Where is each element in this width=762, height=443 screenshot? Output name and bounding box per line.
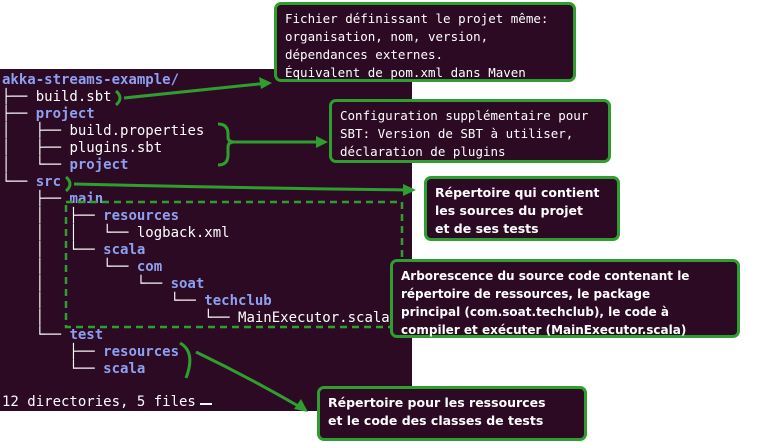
directory-name: techclub <box>204 293 272 309</box>
tree-branch: └── <box>2 327 70 343</box>
callout-test: Répertoire pour les ressources et le cod… <box>317 386 587 441</box>
callout-src: Répertoire qui contient les sources du p… <box>424 176 620 241</box>
callout-line: SBT: Version de SBT à utiliser, <box>340 126 574 141</box>
tree-directory-row: └── test <box>2 327 103 344</box>
tree-branch: ├── <box>2 106 36 122</box>
terminal-cursor <box>200 403 212 405</box>
tree-branch: │ └── <box>2 293 205 309</box>
callout-line: Fichier définissant le projet même: <box>285 11 549 26</box>
test-arrowhead <box>294 399 308 412</box>
directory-name: src <box>35 174 62 190</box>
callout-main: Arborescence du source code contenant le… <box>390 259 740 338</box>
tree-branch: │ ├── <box>2 208 104 224</box>
callout-line: répertoire de ressources, le package <box>401 287 651 301</box>
tree-directory-row: └── scala <box>2 361 145 378</box>
directory-name: scala <box>103 361 146 377</box>
test-arrow <box>195 350 301 409</box>
tree-branch: │ └── <box>2 310 239 326</box>
tree-branch: │ └── <box>2 157 70 173</box>
callout-line: compiler et exécuter (MainExecutor.scala… <box>401 323 687 337</box>
directory-name: resources <box>103 208 180 224</box>
callout-line: Équivalent de pom.xml dans Maven <box>285 65 526 80</box>
tree-directory-row: │ └── scala <box>2 242 146 259</box>
tree-branch: ├── <box>2 89 36 105</box>
file-name: logback.xml <box>136 225 230 241</box>
tree-branch: │ ├── <box>2 140 70 156</box>
callout-line: Configuration supplémentaire pour <box>340 108 589 123</box>
tree-branch: │ │ └── <box>2 225 137 241</box>
tree-file-row: │ ├── build.properties <box>2 123 204 140</box>
tree-summary: 12 directories, 5 files <box>2 394 196 410</box>
callout-line: Arborescence du source code contenant le <box>401 269 690 283</box>
directory-name: project <box>35 106 95 122</box>
callout-build-sbt: Fichier définissant le projet même: orga… <box>274 2 576 82</box>
directory-name: soat <box>170 276 205 292</box>
tree-directory-row: ├── project <box>2 106 95 123</box>
directory-name: resources <box>103 344 180 360</box>
tree-branch: └── <box>2 361 104 377</box>
tree-root: akka-streams-example/ <box>2 72 180 88</box>
src-arrow <box>73 182 409 192</box>
build-sbt-arrowhead <box>259 77 272 89</box>
tree-branch: │ └── <box>2 259 137 275</box>
project-brace <box>217 122 235 167</box>
tree-branch: │ ├── <box>2 123 70 139</box>
callout-line: déclaration de plugins <box>340 144 506 159</box>
callout-line: Répertoire qui contient <box>435 185 600 200</box>
tree-directory-row: │ └── techclub <box>2 293 272 310</box>
tree-branch: ├── <box>2 191 70 207</box>
callout-line: et de ses tests <box>435 221 539 236</box>
tree-file-row: ├── build.sbt <box>2 89 112 106</box>
tree-branch: ├── <box>2 344 104 360</box>
tree-directory-row: └── src <box>2 174 61 191</box>
directory-name: test <box>69 327 104 343</box>
file-name: MainExecutor.scala <box>238 310 390 326</box>
tree-directory-row: │ └── soat <box>2 276 205 293</box>
directory-name: scala <box>103 242 146 258</box>
main-dashed-box <box>64 200 404 329</box>
tree-branch: └── <box>2 174 36 190</box>
tree-directory-row: │ └── com <box>2 259 162 276</box>
src-brace <box>64 175 72 193</box>
build-sbt-arrow <box>123 81 269 100</box>
directory-name: com <box>136 259 163 275</box>
tree-branch: │ └── <box>2 276 171 292</box>
tree-directory-row: ├── resources <box>2 344 179 361</box>
test-brace <box>179 341 192 379</box>
src-arrowhead <box>403 184 416 196</box>
tree-directory-row: │ └── project <box>2 157 128 174</box>
file-name: plugins.sbt <box>69 140 163 156</box>
file-name: build.properties <box>69 123 205 139</box>
callout-line: dépendances externes. <box>285 47 444 62</box>
file-name: build.sbt <box>35 89 112 105</box>
tree-file-row: │ │ └── logback.xml <box>2 225 230 242</box>
project-arrowhead <box>316 136 328 148</box>
callout-line: les sources du projet <box>435 203 583 218</box>
directory-name: project <box>69 157 129 173</box>
tree-file-row: │ ├── plugins.sbt <box>2 140 162 157</box>
callout-line: organisation, nom, version, <box>285 29 489 44</box>
tree-directory-row: │ ├── resources <box>2 208 179 225</box>
callout-line: Répertoire pour les ressources <box>328 395 546 410</box>
tree-branch: │ └── <box>2 242 104 258</box>
tree-file-row: │ └── MainExecutor.scala <box>2 310 390 327</box>
callout-project: Configuration supplémentaire pour SBT: V… <box>329 99 611 163</box>
build-sbt-brace <box>114 89 122 107</box>
callout-line: et le code des classes de tests <box>328 413 544 428</box>
callout-line: principal (com.soat.techclub), le code à <box>401 305 669 319</box>
